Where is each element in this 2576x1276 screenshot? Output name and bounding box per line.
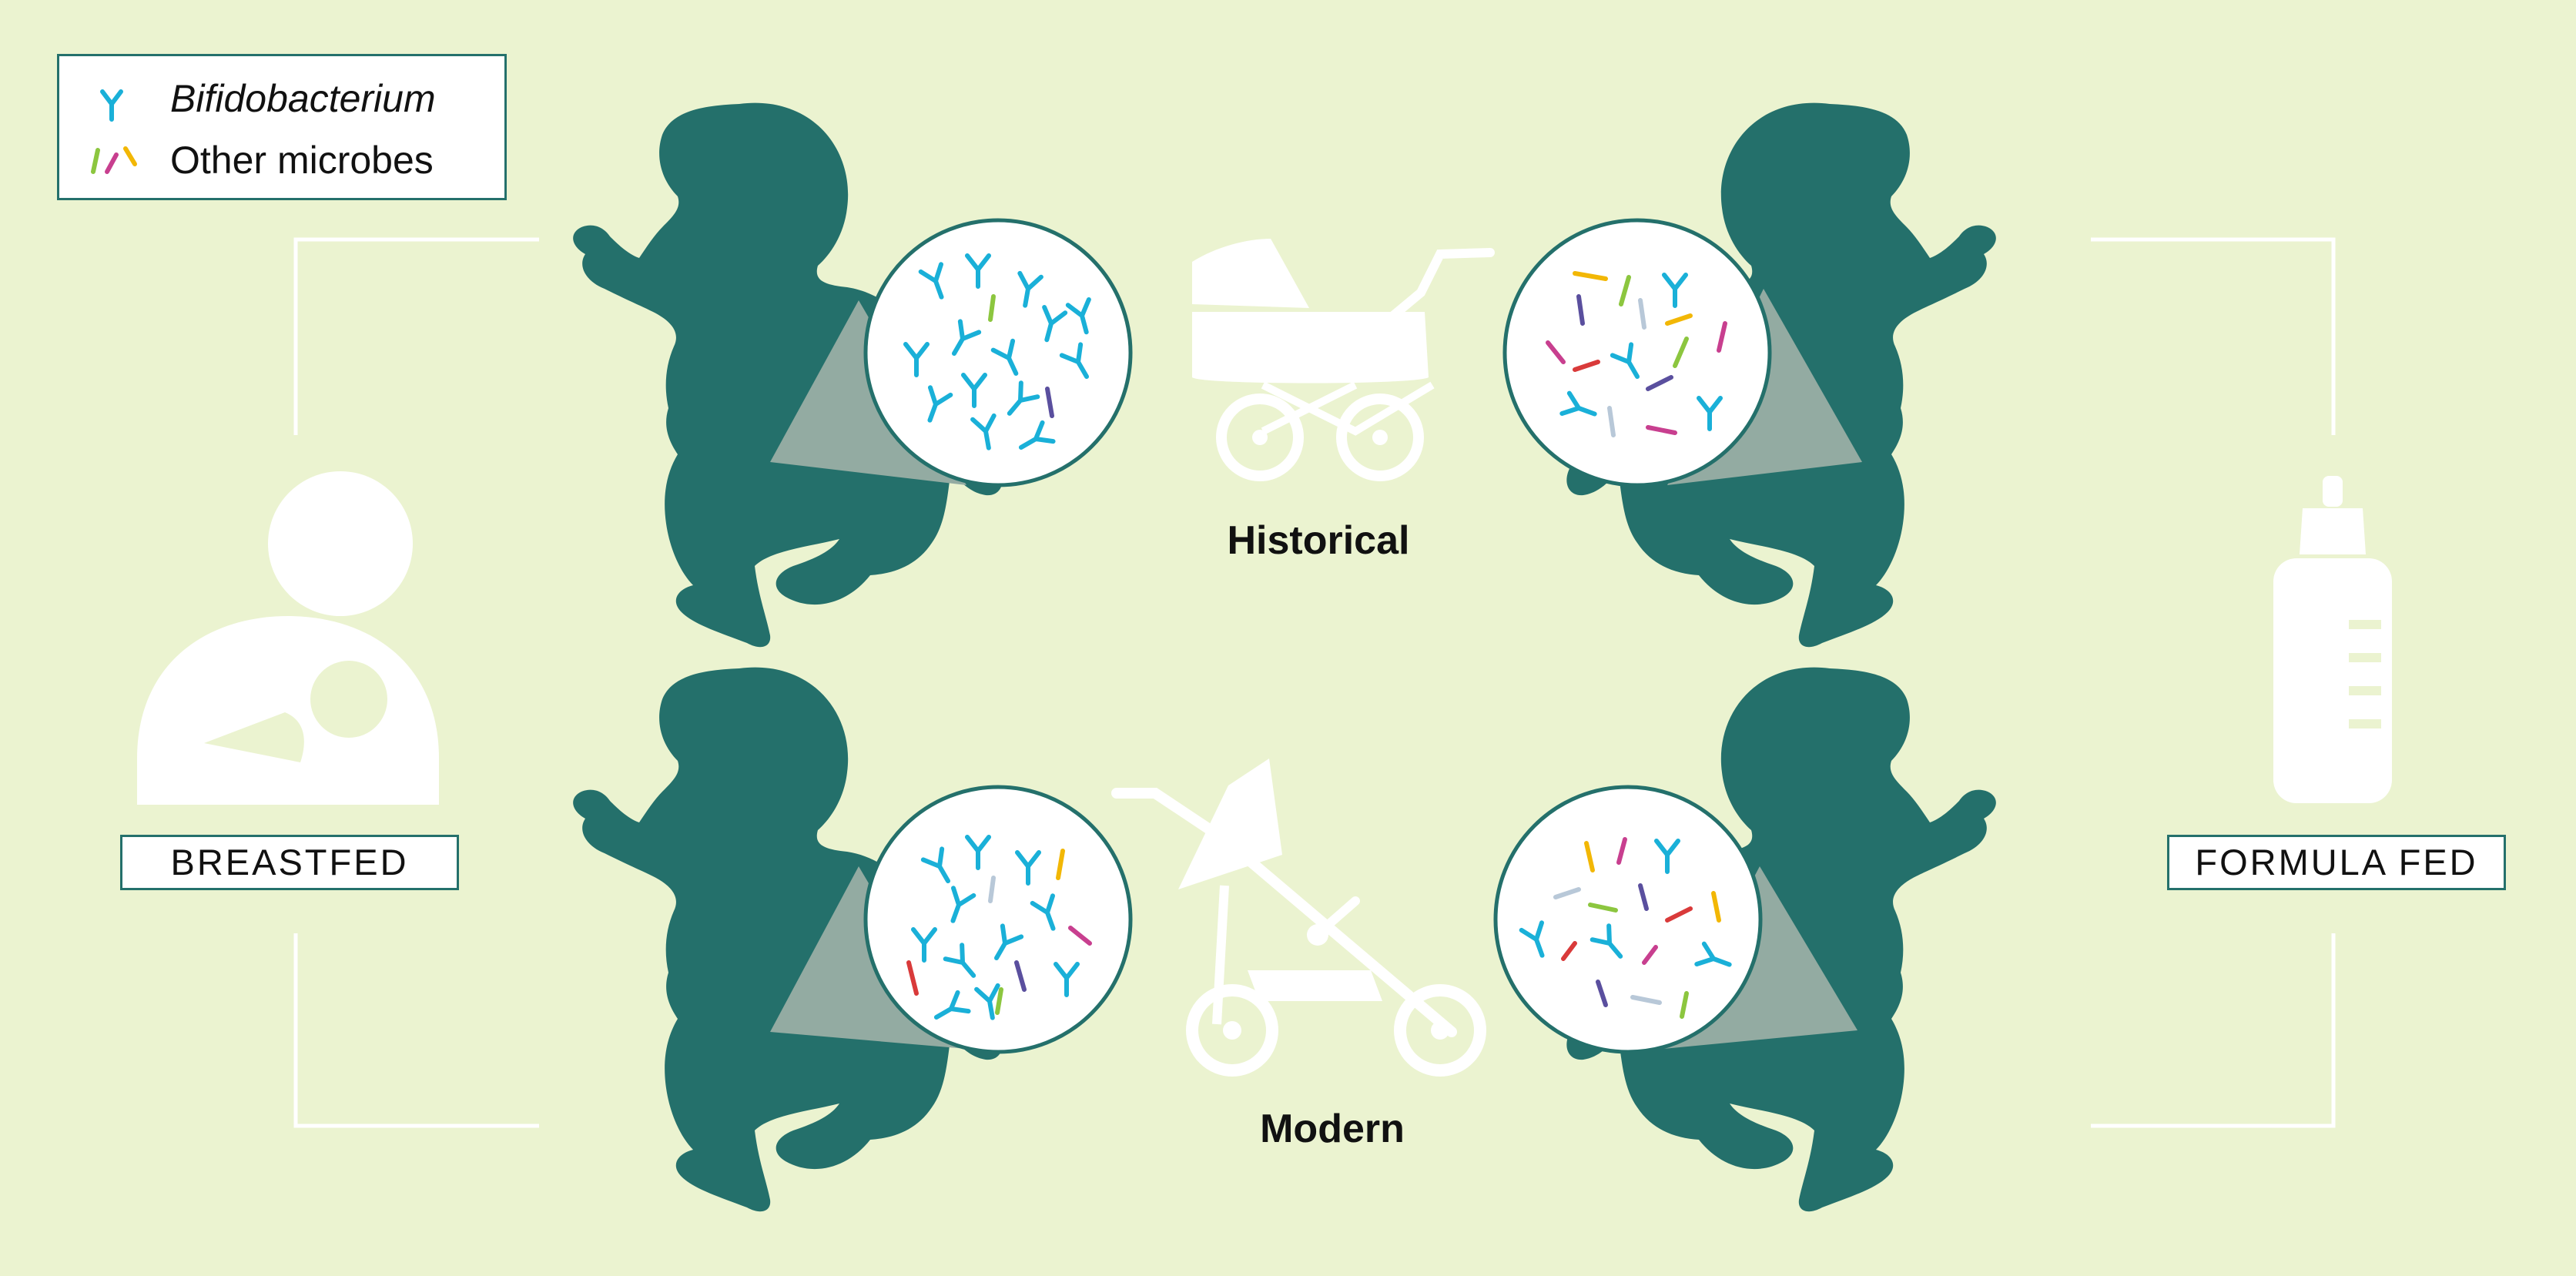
stroller-icon [1111,759,1486,1077]
microbe-rod-icon [91,146,137,174]
microbes-formula-modern [1522,837,1734,1019]
microbes-formula-historical [1546,271,1727,437]
microbes-breastfed-historical [906,256,1097,457]
bottle-icon [2273,476,2392,803]
left-bracket [293,237,539,1128]
legend-other-label: Other microbes [170,139,434,182]
bifidobacterium-icon [100,89,123,122]
legend-bifido-label: Bifidobacterium [170,77,436,120]
breastfed-label: BREASTFED [120,835,459,890]
microbes-breastfed-modern [906,837,1092,1026]
legend: Bifidobacterium Other microbes [57,54,507,200]
formula-fed-label: FORMULA FED [2167,835,2506,890]
legend-icons [91,89,137,174]
breastfeeding-icon [137,471,439,805]
pram-icon [1192,239,1495,481]
modern-label: Modern [1260,1107,1405,1151]
historical-label: Historical [1227,518,1410,563]
right-bracket [2091,237,2336,1128]
